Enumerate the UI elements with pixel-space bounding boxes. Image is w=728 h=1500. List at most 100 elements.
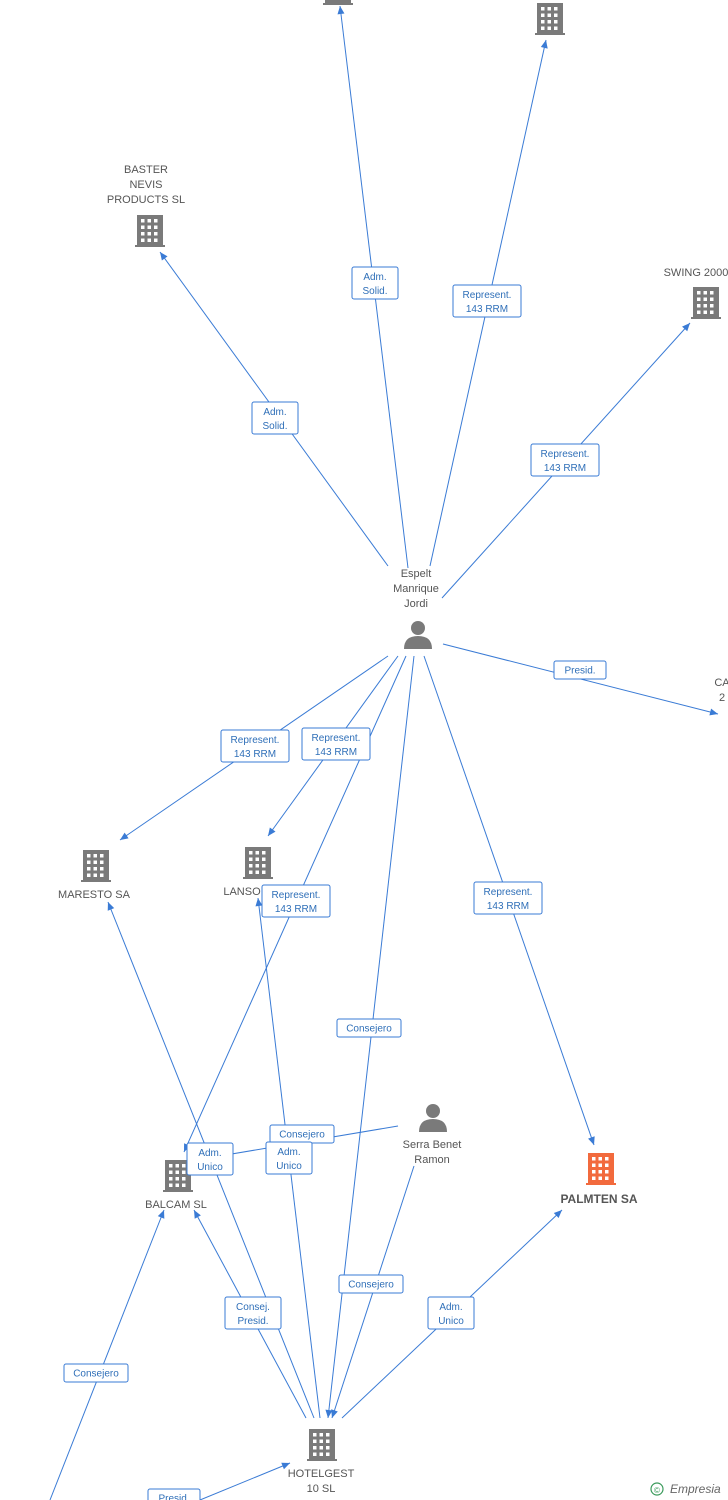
edge-label-text: Unico xyxy=(438,1316,464,1327)
edge-label[interactable]: Presid. xyxy=(553,660,607,680)
node-label: SWING 2000 xyxy=(664,267,728,279)
edge-label-text: Represent. xyxy=(312,733,361,744)
node-label: Manrique xyxy=(393,583,439,595)
edge-label[interactable]: Adm. Solid. xyxy=(251,401,299,435)
edge-labels-layer: Adm. Solid. Represent. 143 RRM Adm. Solid. Rep… xyxy=(63,266,607,1500)
edge-label[interactable]: Represent. 143 RRM xyxy=(530,443,600,477)
edge-label[interactable]: Consej. Presid. xyxy=(224,1296,282,1330)
edge-arrowhead xyxy=(553,1210,562,1219)
copyright-mark: © xyxy=(654,1486,660,1495)
edge-label[interactable]: Adm. Solid. xyxy=(351,266,399,300)
edge-label-text: Consejero xyxy=(279,1130,325,1141)
edge-label-text: Solid. xyxy=(262,421,287,432)
person-icon[interactable] xyxy=(419,1104,447,1132)
edge-label[interactable]: Consejero xyxy=(269,1124,335,1144)
node-label: BASTER xyxy=(124,164,168,176)
edge-label-text: Represent. xyxy=(463,290,512,301)
node-label: Ramon xyxy=(414,1154,449,1166)
company-building-icon[interactable] xyxy=(323,0,353,5)
node-label: NEVIS xyxy=(129,179,162,191)
edge-label-text: Unico xyxy=(276,1161,302,1172)
edge-label-text: Solid. xyxy=(362,286,387,297)
edge-arrowhead xyxy=(325,1409,333,1418)
edge-label-text: Presid. xyxy=(237,1316,268,1327)
node-label: PALMTEN SA xyxy=(560,1192,637,1206)
edge-arrowhead xyxy=(194,1210,201,1219)
company-building-icon[interactable] xyxy=(586,1153,616,1185)
edge-arrowhead xyxy=(331,1409,338,1418)
edge-label[interactable]: Represent. 143 RRM xyxy=(261,884,331,918)
edge-arrowhead xyxy=(255,898,263,907)
company-building-icon[interactable] xyxy=(81,850,111,882)
edge-label[interactable]: Presid. xyxy=(147,1488,201,1500)
edge-label[interactable]: Represent. 143 RRM xyxy=(220,729,290,763)
node-label: HOTELGEST xyxy=(288,1468,355,1480)
edge-label-text: 143 RRM xyxy=(544,463,586,474)
edge-line xyxy=(49,1209,165,1500)
node-label: MARESTO SA xyxy=(58,889,131,901)
edge-label-text: Presid. xyxy=(564,666,595,677)
edge-arrowhead xyxy=(709,708,718,716)
copyright-circle xyxy=(650,1482,664,1496)
edge-label-text: 143 RRM xyxy=(234,749,276,760)
edge-label-text: 143 RRM xyxy=(466,304,508,315)
node-label: Serra Benet xyxy=(403,1139,462,1151)
edge-arrowhead xyxy=(120,832,129,840)
edge-arrowhead xyxy=(281,1462,290,1470)
edge-label-text: Presid. xyxy=(158,1494,189,1500)
edge-label-text: Adm. xyxy=(263,407,286,418)
edge-label-text: Represent. xyxy=(272,890,321,901)
edge-arrowhead xyxy=(682,323,690,332)
node-label: CA xyxy=(714,677,728,689)
edge-label-text: 143 RRM xyxy=(315,747,357,758)
edge-arrowhead xyxy=(268,827,276,836)
edge-label[interactable]: Represent. 143 RRM xyxy=(473,881,543,915)
company-building-icon[interactable] xyxy=(243,847,273,879)
company-building-icon[interactable] xyxy=(307,1429,337,1461)
edge-label-text: Represent. xyxy=(231,735,280,746)
brand-name: Empresia xyxy=(670,1482,721,1496)
node-label: Jordi xyxy=(404,598,428,610)
edge-label-text: Consejero xyxy=(73,1369,119,1380)
edge-label-text: Consej. xyxy=(236,1302,270,1313)
edge-arrowhead xyxy=(107,902,115,911)
edge-arrowhead xyxy=(588,1136,595,1145)
edge-label-text: Consejero xyxy=(346,1024,392,1035)
company-building-icon[interactable] xyxy=(535,3,565,35)
edge-arrowhead xyxy=(160,252,168,261)
edge-label[interactable]: Consejero xyxy=(338,1274,404,1294)
edge-arrowhead xyxy=(540,40,548,49)
watermark: © Empresia xyxy=(650,1482,721,1496)
node-label: 2 xyxy=(719,692,725,704)
edge-label-text: Adm. xyxy=(198,1148,221,1159)
edge-label-text: 143 RRM xyxy=(275,904,317,915)
edge-label-text: Consejero xyxy=(348,1280,394,1291)
edge-label-text: Adm. xyxy=(363,272,386,283)
company-building-icon[interactable] xyxy=(691,287,721,319)
edge-label-text: 143 RRM xyxy=(487,901,529,912)
node-label: 10 SL xyxy=(307,1483,336,1495)
edge-label[interactable]: Represent. 143 RRM xyxy=(301,727,371,761)
edge-label[interactable]: Consejero xyxy=(63,1363,129,1383)
edge-label[interactable]: Adm. Unico xyxy=(427,1296,475,1330)
edge-arrowhead xyxy=(337,6,345,15)
edge-label-text: Represent. xyxy=(484,887,533,898)
node-label: Espelt xyxy=(401,568,432,580)
edge-label[interactable]: Represent. 143 RRM xyxy=(452,284,522,318)
edge-label[interactable]: Adm. Unico xyxy=(186,1142,234,1176)
edge-label[interactable]: Adm. Unico xyxy=(265,1141,313,1175)
edge-label-text: Adm. xyxy=(439,1302,462,1313)
edge-arrowhead xyxy=(157,1210,165,1219)
node-label: LANSO xyxy=(223,886,261,898)
node-label: PRODUCTS SL xyxy=(107,194,185,206)
person-icon[interactable] xyxy=(404,621,432,649)
company-building-icon[interactable] xyxy=(135,215,165,247)
edge-line xyxy=(199,1462,291,1500)
nodes-layer: BASTER NEVIS PRODUCTS SL SWING 2000EspeltMa… xyxy=(58,0,728,1495)
node-label: BALCAM SL xyxy=(145,1199,207,1211)
edge-label-text: Adm. xyxy=(277,1147,300,1158)
edge-label[interactable]: Consejero xyxy=(336,1018,402,1038)
edge-label-text: Represent. xyxy=(541,449,590,460)
edge-label-text: Unico xyxy=(197,1162,223,1173)
